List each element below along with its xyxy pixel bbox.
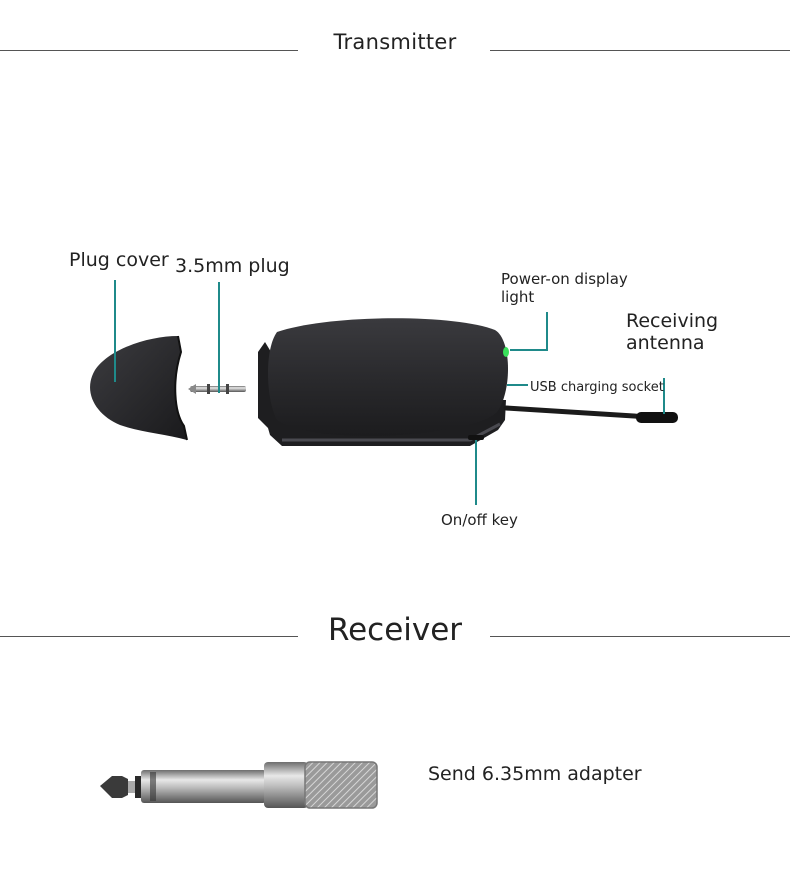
leader-lines (114, 280, 665, 505)
receiver-rule-left (0, 636, 298, 637)
transmitter-rule-left (0, 50, 298, 51)
power-light-label: Power-on display light (501, 270, 628, 306)
receiver-title: Receiver (327, 612, 463, 648)
usb-socket-label: USB charging socket (530, 380, 664, 395)
plug-35mm-label: 3.5mm plug (175, 255, 290, 277)
antenna-label-line2: antenna (626, 332, 705, 354)
transmitter-body (258, 318, 509, 446)
antenna-label: Receiving antenna (626, 310, 718, 354)
plug-cover-label: Plug cover (69, 249, 169, 271)
jack-35-plug (188, 384, 246, 394)
receiver-rule-right (490, 636, 790, 637)
power-light-label-line1: Power-on display (501, 270, 628, 288)
power-light-label-line2: light (501, 288, 535, 306)
onoff-key-label: On/off key (441, 511, 518, 529)
adapter-635-shape (100, 761, 378, 809)
transmitter-rule-right (490, 50, 790, 51)
transmitter-title: Transmitter (333, 30, 457, 54)
antenna-shape (503, 405, 678, 423)
antenna-label-line1: Receiving (626, 310, 719, 332)
power-led-icon (503, 347, 509, 357)
adapter-label: Send 6.35mm adapter (428, 763, 642, 785)
plug-cover-shape (90, 335, 188, 441)
